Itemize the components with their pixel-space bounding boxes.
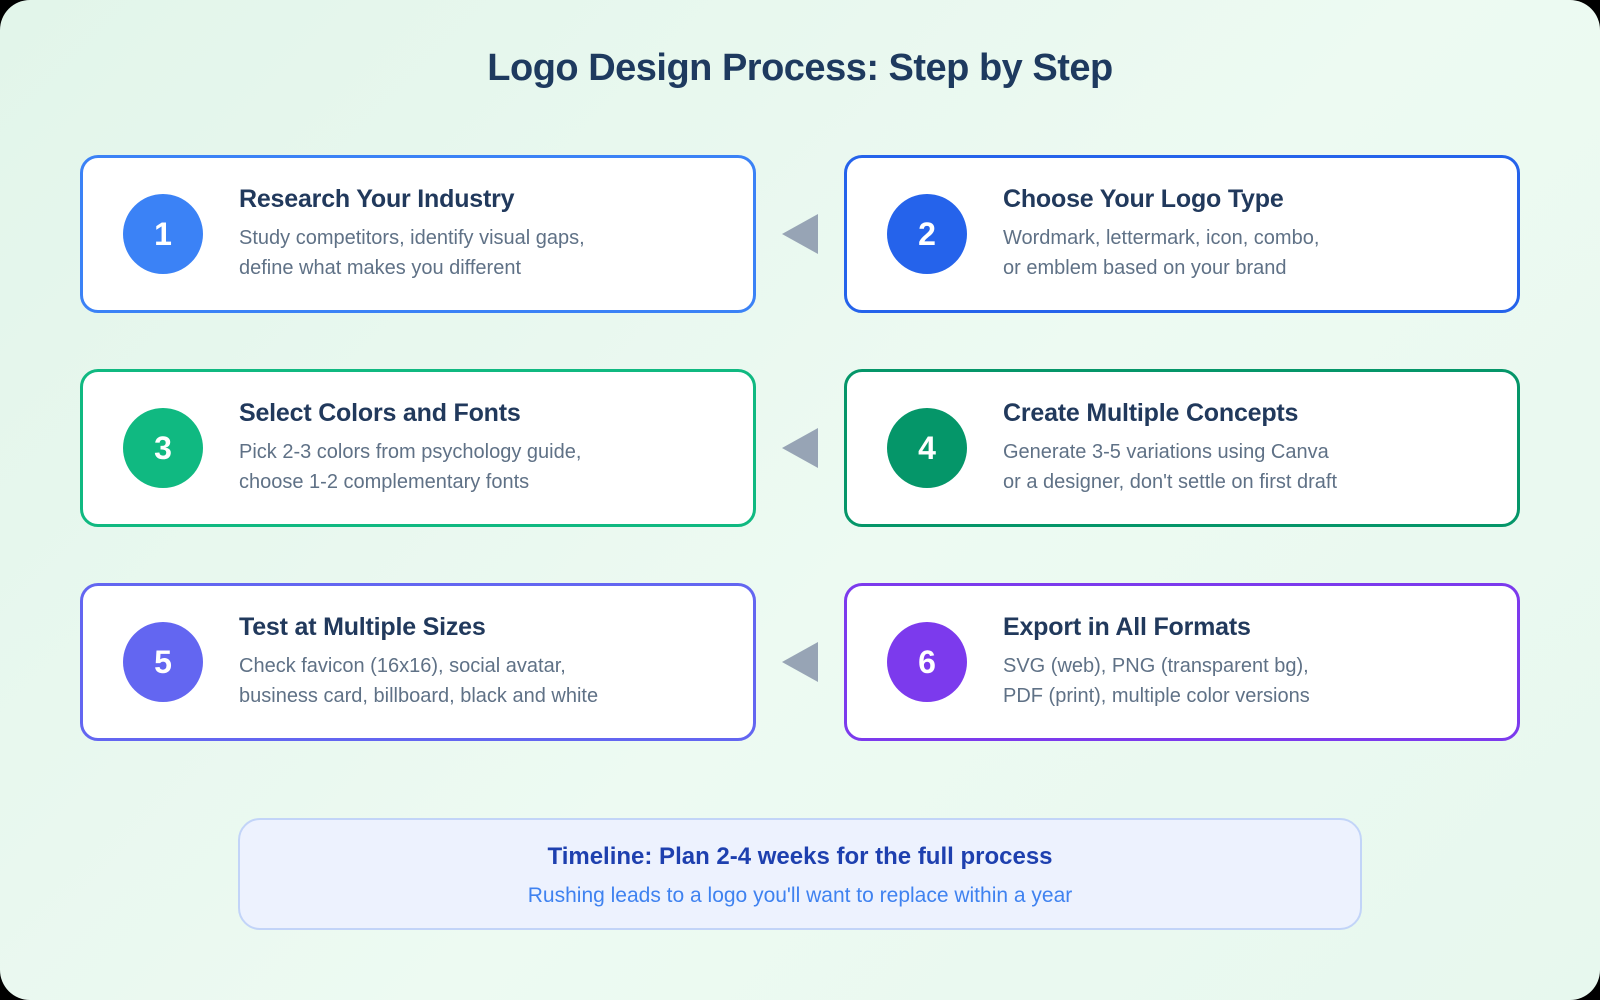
timeline-subtitle: Rushing leads to a logo you'll want to r… — [527, 884, 1073, 907]
arrow-zone — [756, 155, 844, 313]
step-title: Create Multiple Concepts — [1003, 399, 1299, 427]
timeline-title: Timeline: Plan 2-4 weeks for the full pr… — [547, 843, 1053, 870]
step-card-colors-fonts: 3 Select Colors and Fonts Pick 2-3 color… — [80, 369, 756, 527]
timeline-banner: Timeline: Plan 2-4 weeks for the full pr… — [238, 818, 1362, 930]
step-card-export: 6 Export in All Formats SVG (web), PNG (… — [844, 583, 1520, 741]
step-description-line: Pick 2-3 colors from psychology guide, — [239, 441, 582, 463]
step-number-badge: 3 — [123, 408, 203, 488]
step-description-line: Study competitors, identify visual gaps, — [239, 227, 585, 249]
step-description: Generate 3-5 variations using Canva or a… — [1003, 437, 1337, 497]
step-description: SVG (web), PNG (transparent bg), PDF (pr… — [1003, 651, 1310, 711]
step-number-badge: 4 — [887, 408, 967, 488]
step-card-logo-type: 2 Choose Your Logo Type Wordmark, letter… — [844, 155, 1520, 313]
page-title: Logo Design Process: Step by Step — [487, 47, 1113, 89]
step-row-3: 5 Test at Multiple Sizes Check favicon (… — [80, 583, 1520, 741]
step-description-line: PDF (print), multiple color versions — [1003, 685, 1310, 707]
step-description-line: Check favicon (16x16), social avatar, — [239, 655, 566, 677]
step-number-badge: 5 — [123, 622, 203, 702]
step-text-block: Test at Multiple Sizes Check favicon (16… — [239, 613, 598, 711]
step-row-2: 3 Select Colors and Fonts Pick 2-3 color… — [80, 369, 1520, 527]
step-title: Test at Multiple Sizes — [239, 613, 486, 641]
arrow-left-icon — [782, 642, 818, 682]
step-description: Study competitors, identify visual gaps,… — [239, 223, 585, 283]
step-description: Wordmark, lettermark, icon, combo, or em… — [1003, 223, 1319, 283]
step-text-block: Choose Your Logo Type Wordmark, letterma… — [1003, 185, 1319, 283]
step-title: Research Your Industry — [239, 185, 515, 213]
step-description-line: choose 1-2 complementary fonts — [239, 471, 530, 493]
step-description-line: SVG (web), PNG (transparent bg), — [1003, 655, 1309, 677]
step-card-research: 1 Research Your Industry Study competito… — [80, 155, 756, 313]
step-description-line: Generate 3-5 variations using Canva — [1003, 441, 1329, 463]
step-title: Choose Your Logo Type — [1003, 185, 1284, 213]
steps-grid: 1 Research Your Industry Study competito… — [80, 155, 1520, 741]
step-row-1: 1 Research Your Industry Study competito… — [80, 155, 1520, 313]
step-text-block: Research Your Industry Study competitors… — [239, 185, 585, 283]
step-description: Pick 2-3 colors from psychology guide, c… — [239, 437, 581, 497]
arrow-zone — [756, 369, 844, 527]
step-number-badge: 2 — [887, 194, 967, 274]
step-card-concepts: 4 Create Multiple Concepts Generate 3-5 … — [844, 369, 1520, 527]
step-title: Export in All Formats — [1003, 613, 1251, 641]
step-card-test-sizes: 5 Test at Multiple Sizes Check favicon (… — [80, 583, 756, 741]
arrow-zone — [756, 583, 844, 741]
step-text-block: Export in All Formats SVG (web), PNG (tr… — [1003, 613, 1310, 711]
arrow-left-icon — [782, 428, 818, 468]
step-description-line: or a designer, don't settle on first dra… — [1003, 471, 1338, 493]
step-description: Check favicon (16x16), social avatar, bu… — [239, 651, 598, 711]
step-number-badge: 6 — [887, 622, 967, 702]
step-number-badge: 1 — [123, 194, 203, 274]
arrow-left-icon — [782, 214, 818, 254]
step-description-line: or emblem based on your brand — [1003, 257, 1287, 279]
step-text-block: Select Colors and Fonts Pick 2-3 colors … — [239, 399, 581, 497]
step-text-block: Create Multiple Concepts Generate 3-5 va… — [1003, 399, 1337, 497]
step-description-line: business card, billboard, black and whit… — [239, 685, 599, 707]
step-description-line: define what makes you different — [239, 257, 522, 279]
step-description-line: Wordmark, lettermark, icon, combo, — [1003, 227, 1320, 249]
step-title: Select Colors and Fonts — [239, 399, 521, 427]
